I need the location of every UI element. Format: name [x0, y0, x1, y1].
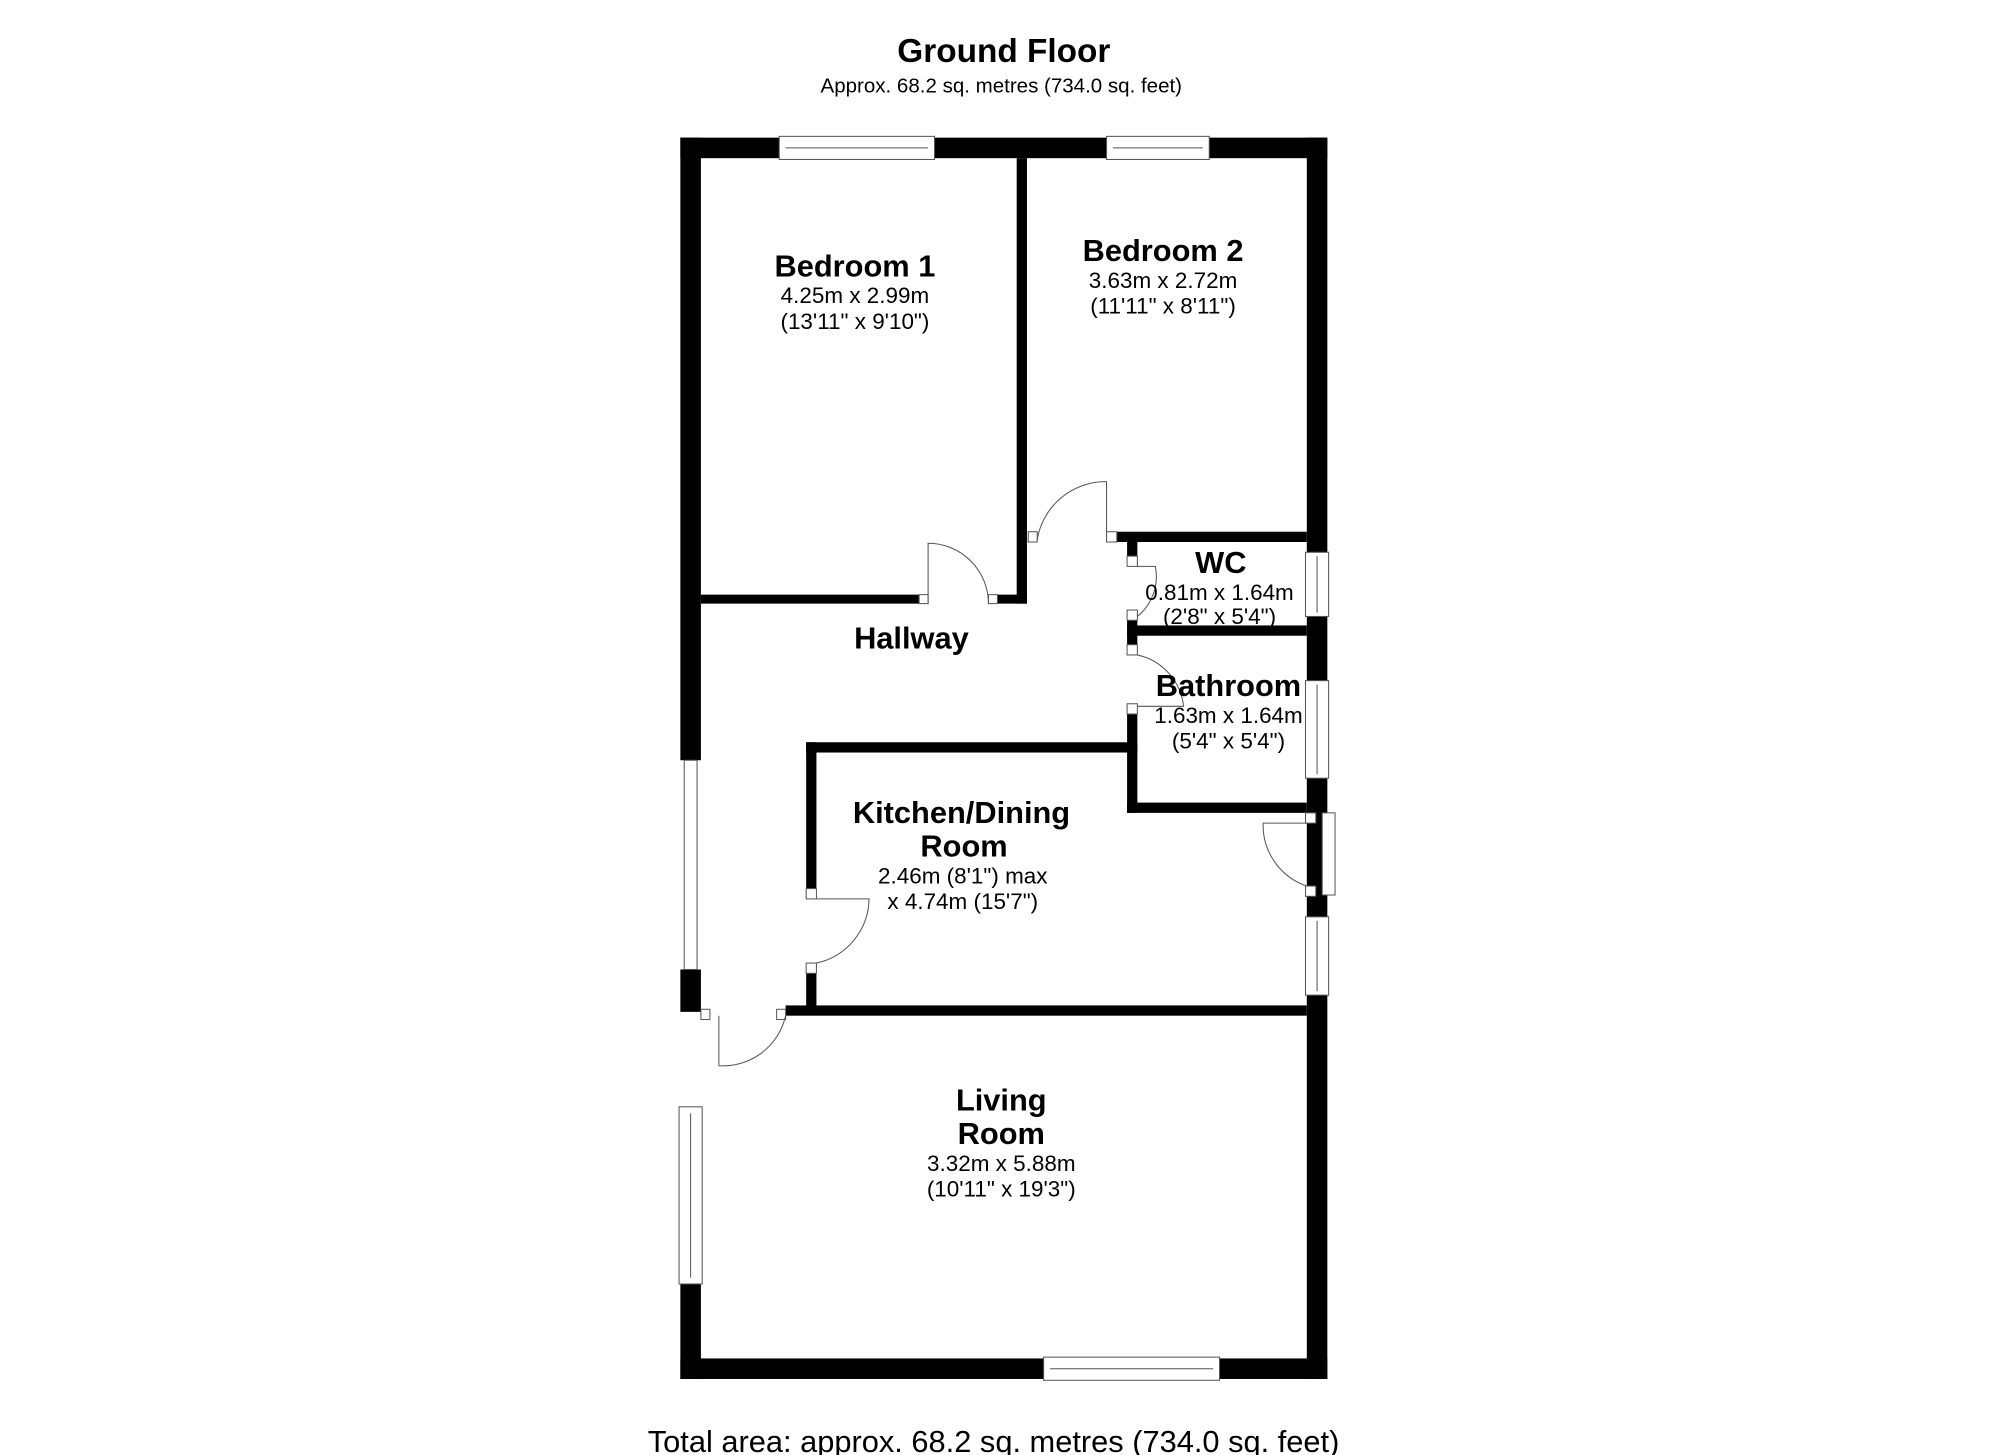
- room-metric: 1.63m x 1.64m: [1154, 703, 1303, 728]
- room-imperial: (11'11" x 8'11"): [1090, 294, 1236, 319]
- room-metric: 0.81m x 1.64m: [1145, 580, 1294, 605]
- room-imperial: x 4.74m (15'7"): [887, 889, 1038, 914]
- room-kitchen-dining: Kitchen/Dining Room 2.46m (8'1") max x 4…: [853, 795, 1070, 914]
- room-name-line2: Room: [920, 829, 1007, 864]
- room-name-line1: Kitchen/Dining: [853, 795, 1070, 830]
- room-name: Bathroom: [1156, 668, 1301, 703]
- room-name: Bedroom 2: [1083, 233, 1244, 268]
- room-name: Hallway: [854, 621, 969, 656]
- total-area: Total area: approx. 68.2 sq. metres (734…: [648, 1424, 1340, 1455]
- room-metric: 4.25m x 2.99m: [781, 283, 930, 308]
- room-bathroom: Bathroom 1.63m x 1.64m (5'4" x 5'4"): [1154, 668, 1303, 754]
- room-name: Bedroom 1: [775, 248, 936, 283]
- room-metric: 2.46m (8'1") max: [878, 863, 1047, 888]
- room-metric: 3.63m x 2.72m: [1089, 268, 1238, 293]
- room-metric: 3.32m x 5.88m: [927, 1151, 1076, 1176]
- room-hallway: Hallway: [854, 621, 969, 656]
- room-imperial: (5'4" x 5'4"): [1172, 729, 1285, 754]
- room-bedroom-1: Bedroom 1 4.25m x 2.99m (13'11" x 9'10"): [775, 248, 936, 334]
- room-imperial: (10'11" x 19'3"): [927, 1177, 1076, 1202]
- floor-title: Ground Floor: [897, 33, 1110, 70]
- room-living: Living Room 3.32m x 5.88m (10'11" x 19'3…: [927, 1083, 1076, 1202]
- room-name: WC: [1195, 545, 1246, 580]
- room-bedroom-2: Bedroom 2 3.63m x 2.72m (11'11" x 8'11"): [1083, 233, 1244, 319]
- room-wc: WC 0.81m x 1.64m (2'8" x 5'4"): [1145, 545, 1294, 629]
- doors: [700, 481, 1336, 1067]
- windows: [678, 135, 1330, 1381]
- floor-area-subtitle: Approx. 68.2 sq. metres (734.0 sq. feet): [821, 75, 1183, 98]
- walls: [680, 137, 1328, 1379]
- room-imperial: (13'11" x 9'10"): [780, 309, 929, 334]
- room-imperial: (2'8" x 5'4"): [1163, 604, 1276, 629]
- room-name-line2: Room: [958, 1116, 1045, 1151]
- room-name-line1: Living: [956, 1083, 1047, 1118]
